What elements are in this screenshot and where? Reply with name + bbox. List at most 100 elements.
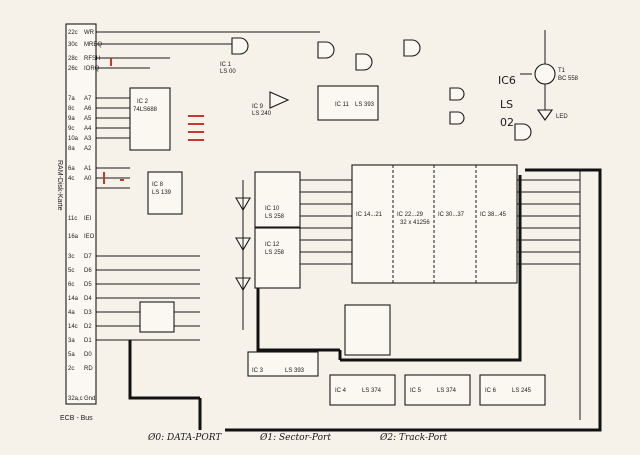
ic11-part: LS 393 (355, 102, 375, 108)
ic9-part: LS 240 (252, 111, 272, 117)
ram2-part: 32 x 41256 (400, 220, 430, 226)
ic4-part: LS 374 (362, 388, 382, 394)
port-0-label: Ø0: DATA-PORT (147, 432, 222, 443)
bus-pin-number: 4a (68, 310, 75, 316)
transistor-part: BC 558 (558, 76, 579, 82)
ic12-ref: IC 12 (265, 242, 280, 248)
board-title: RAM-Disk-Karte (56, 160, 63, 211)
ic12-box (254, 227, 301, 289)
ic5-box (404, 374, 471, 406)
bus-pin-number: 28c (68, 56, 78, 62)
ic6-gate-bottom (449, 111, 465, 125)
bus-pin-signal: WR (84, 30, 95, 36)
led-label: LED (556, 114, 568, 120)
led-symbol (536, 109, 554, 121)
ic6b-box (479, 374, 546, 406)
ic3-part: LS 393 (285, 368, 305, 374)
ic8-part: LS 139 (152, 190, 172, 196)
ic1-gate-c (355, 53, 373, 71)
bus-pin-signal: RD (84, 366, 93, 372)
bus-pin-number: 16a (68, 234, 79, 240)
bus-pin-signal: D5 (84, 282, 92, 288)
bus-pin-signal: A5 (84, 116, 92, 122)
bus-pin-signal: A6 (84, 106, 92, 112)
bus-pin-signal: RFSH (84, 56, 100, 62)
ic1-gate-a (231, 37, 249, 55)
bus-pin-number: 14c (68, 324, 78, 330)
bus-pin-number: 5a (68, 352, 75, 358)
ecb-bus-connector (65, 23, 97, 405)
bus-pin-signal: A2 (84, 146, 92, 152)
ic6b-part: LS 245 (512, 388, 532, 394)
bus-pin-signal: IORQ (84, 66, 100, 72)
ic10-ref: IC 10 (265, 206, 280, 212)
ic4-box (329, 374, 396, 406)
bus-pin-signal: D3 (84, 310, 92, 316)
bus-pin-number: 26c (68, 66, 78, 72)
bus-pin-signal: Gnd (84, 396, 95, 402)
bus-pin-number: 5c (68, 268, 74, 274)
ic11-box (317, 85, 379, 121)
ic2-ref: IC 2 (137, 99, 149, 105)
ic1-gate-b (317, 41, 335, 59)
ic11-ref: IC 11 (335, 102, 350, 108)
bus-pin-signal: D0 (84, 352, 92, 358)
bus-pin-signal: A1 (84, 166, 92, 172)
ic6b-ref: IC 6 (485, 388, 497, 394)
ram4-ref: IC 38...45 (480, 212, 507, 218)
ram3-ref: IC 30...37 (438, 212, 465, 218)
bus-pin-number: 11c (68, 216, 77, 222)
ic6-handwritten-label: IC6 (498, 74, 516, 87)
ic9-ref: IC 9 (252, 104, 264, 110)
ic6-gate (514, 123, 532, 141)
bus-pin-number: 10a (68, 136, 79, 142)
bus-pin-signal: D1 (84, 338, 92, 344)
bus-pin-number: 6a (68, 166, 75, 172)
bus-pin-signal: A4 (84, 126, 92, 132)
ic8b-box (344, 304, 391, 356)
bus-pin-signal: D2 (84, 324, 92, 330)
bus-pin-number: 8c (68, 106, 74, 112)
ram-array-box (351, 164, 518, 284)
ic3-ref: IC 3 (252, 368, 264, 374)
bus-pin-signal: D4 (84, 296, 92, 302)
bus-pin-signal: MREQ (84, 42, 102, 48)
bus-pin-number: 8a (68, 146, 75, 152)
ic8-ref: IC 8 (152, 182, 164, 188)
ic6-handwritten-part: LS (500, 98, 513, 111)
bus-label: ECB - Bus (60, 415, 93, 422)
ic9-small-box (139, 301, 175, 333)
ic4-ref: IC 4 (335, 388, 347, 394)
bus-pin-number: 2c (68, 366, 74, 372)
bus-pin-signal: A0 (84, 176, 92, 182)
ic2-box (129, 87, 171, 151)
port-1-label: Ø1: Sector-Port (259, 432, 331, 443)
bus-pin-number: 7a (68, 96, 75, 102)
ram2-ref: IC 22...29 (397, 212, 424, 218)
bus-pin-number: 3c (68, 254, 74, 260)
bus-pin-signal: IEI (84, 216, 92, 222)
ic1-part: LS 00 (220, 69, 236, 75)
bus-pin-number: 9a (68, 116, 75, 122)
bus-pin-signal: D7 (84, 254, 92, 260)
ic1-gate-d (403, 39, 421, 57)
bus-pin-number: 30c (68, 42, 78, 48)
port-2-label: Ø2: Track-Port (379, 432, 447, 443)
bus-pin-number: 9c (68, 126, 74, 132)
bus-pin-signal: IEO (84, 234, 95, 240)
bus-pin-number: 14a (68, 296, 79, 302)
bus-pin-number: 3a (68, 338, 75, 344)
ic9-buffer (269, 91, 290, 109)
bus-pin-signal: D6 (84, 268, 92, 274)
ic6-handwritten-num: 02 (500, 116, 514, 129)
ic2-part: 74LS688 (133, 107, 158, 113)
bus-pin-signal: A3 (84, 136, 92, 142)
ic5-ref: IC 5 (410, 388, 422, 394)
bus-pin-number: 6c (68, 282, 74, 288)
ic6-gate-top (449, 87, 465, 101)
ic12-part: LS 258 (265, 250, 285, 256)
bus-pin-number: 32a,c (68, 396, 83, 402)
